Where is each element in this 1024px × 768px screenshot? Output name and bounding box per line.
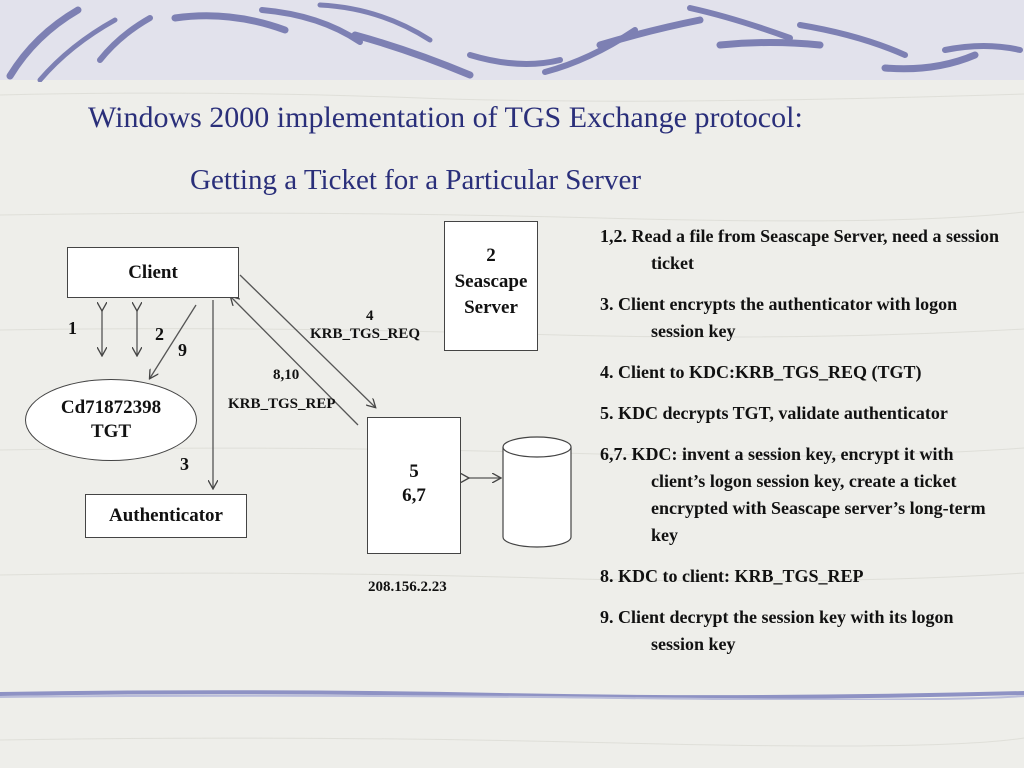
label-krb-tgs-req: KRB_TGS_REQ [310,326,421,342]
database-icon [502,436,572,548]
step-item: 5. KDC decrypts TGT, validate authentica… [600,403,948,423]
step-list: 1,2. Read a file from Seascape Server, n… [600,223,1000,672]
kdc-sub-steps: 6,7 [402,485,426,506]
arrow-4 [239,274,375,407]
label-step-4: 4 [366,308,374,324]
tgt-label: TGT [90,421,132,442]
client-box: Client [67,247,239,298]
label-step-2: 2 [155,324,164,344]
authenticator-label: Authenticator [109,505,223,526]
label-krb-tgs-rep: KRB_TGS_REP [228,396,336,412]
step-item: 1,2. Read a file from Seascape Server, n… [600,226,999,273]
client-label: Client [128,261,178,283]
server-label: Server [464,297,518,318]
kdc-box: 5 6,7 [367,417,461,554]
label-step-8-10: 8,10 [273,367,300,383]
decorative-top-band [0,0,1024,82]
kdc-step-number: 5 [409,461,419,482]
step-item: 6,7. KDC: invent a session key, encrypt … [600,444,986,545]
label-step-3: 3 [180,454,189,474]
page-title: Windows 2000 implementation of TGS Excha… [88,101,803,134]
arrow-8-10 [231,297,359,426]
tgt-id-label: Cd71872398 [60,397,162,418]
seascape-server-box: 2 Seascape Server [444,221,538,351]
step-item: 4. Client to KDC:KRB_TGS_REQ (TGT) [600,362,922,382]
tgt-ellipse: Cd71872398 TGT [25,379,197,461]
page-subtitle: Getting a Ticket for a Particular Server [190,164,641,196]
step-item: 3. Client encrypts the authenticator wit… [600,294,958,341]
step-item: 8. KDC to client: KRB_TGS_REP [600,566,864,586]
seascape-label: Seascape [454,271,528,292]
label-step-9: 9 [178,340,187,360]
label-step-1: 1 [68,318,77,338]
kdc-ip-address: 208.156.2.23 [368,579,447,595]
step-item: 9. Client decrypt the session key with i… [600,607,954,654]
arrow-9 [150,304,197,378]
decorative-bottom-rule [0,690,1024,700]
authenticator-box: Authenticator [85,494,247,538]
seascape-step-number: 2 [486,245,496,266]
